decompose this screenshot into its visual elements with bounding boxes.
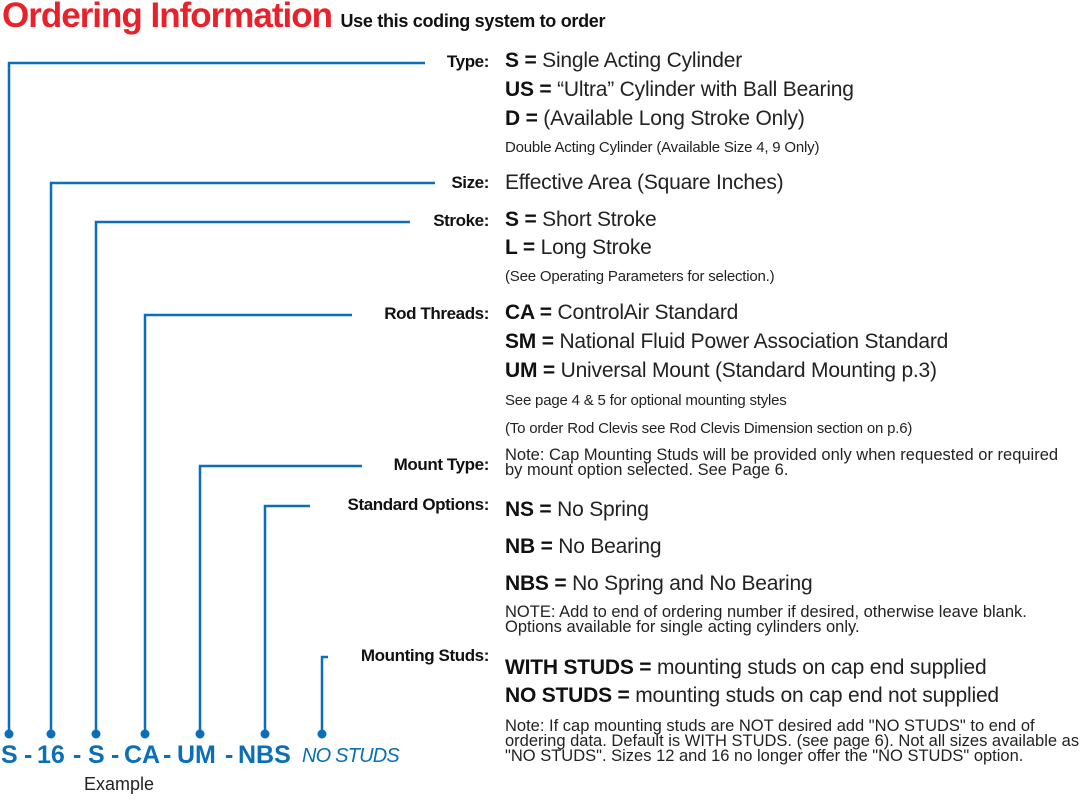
mounting-studs-label: Mounting Studs: <box>360 646 489 665</box>
example-code-mounting-studs: NO STUDS <box>302 745 400 767</box>
example-code-stroke: S <box>88 741 105 769</box>
rod-threads-option-sm: SM = National Fluid Power Association St… <box>505 330 949 353</box>
rod-threads-option-ca: CA = ControlAir Standard <box>505 301 739 324</box>
size-label: Size: <box>451 173 489 192</box>
example-code-rod-threads: CA <box>124 741 161 769</box>
standard-options-label: Standard Options: <box>347 495 490 514</box>
standard-option-nb: NB = No Bearing <box>505 535 662 558</box>
header: Ordering Information Use this coding sys… <box>2 0 606 36</box>
stroke-option-s: S = Short Stroke <box>505 208 657 231</box>
example-separator: - <box>111 741 120 769</box>
rod-threads-option-um: UM = Universal Mount (Standard Mounting … <box>505 359 937 382</box>
size-description: Effective Area (Square Inches) <box>505 171 784 194</box>
type-label: Type: <box>446 52 489 71</box>
connector-stroke <box>94 220 410 734</box>
standard-option-nbs: NBS = No Spring and No Bearing <box>505 572 813 595</box>
connector-dot-mount-type <box>195 729 205 739</box>
example-code-mount-type: UM <box>177 741 216 769</box>
example-code-standard-options: NBS <box>238 741 291 769</box>
mounting-studs-option-no: NO STUDS = mounting studs on cap end not… <box>505 684 999 707</box>
connector-dot-size <box>46 729 56 739</box>
connector-type <box>7 61 425 734</box>
connector-rod-threads <box>143 313 352 734</box>
mounting-studs-option-with: WITH STUDS = mounting studs on cap end s… <box>505 656 987 679</box>
mount-type-label: Mount Type: <box>393 455 490 474</box>
connector-dot-mounting-studs <box>317 729 327 739</box>
stroke-label: Stroke: <box>433 211 489 230</box>
example-separator: - <box>73 741 82 769</box>
rod-threads-label: Rod Threads: <box>384 304 489 323</box>
rod-threads-note-2: (To order Rod Clevis see Rod Clevis Dime… <box>505 420 913 437</box>
example-caption: Example <box>84 774 155 794</box>
page-subtitle: Use this coding system to order <box>340 11 606 31</box>
connector-size <box>49 181 435 734</box>
connector-dot-standard-options <box>260 729 270 739</box>
mount-type-note: Note: Cap Mounting Studs will be provide… <box>505 446 1059 479</box>
standard-options-note: NOTE: Add to end of ordering number if d… <box>505 603 1027 636</box>
type-option-s: S = Single Acting Cylinder <box>505 49 743 72</box>
standard-option-ns: NS = No Spring <box>505 498 649 521</box>
connector-dot-rod-threads <box>140 729 150 739</box>
stroke-note: (See Operating Parameters for selection.… <box>505 268 775 285</box>
example-code-size: 16 <box>37 741 65 769</box>
stroke-option-l: L = Long Stroke <box>505 236 652 259</box>
mounting-studs-note: Note: If cap mounting studs are NOT desi… <box>505 717 1080 765</box>
rod-threads-note-1: See page 4 & 5 for optional mounting sty… <box>505 392 787 409</box>
type-option-d: D = (Available Long Stroke Only) <box>505 107 805 130</box>
page-title: Ordering Information <box>2 0 333 35</box>
type-option-us: US = “Ultra” Cylinder with Ball Bearing <box>505 78 854 101</box>
example-code-type: S <box>1 741 18 769</box>
example-separator: - <box>163 741 172 769</box>
connector-mounting-studs <box>320 655 328 734</box>
connector-dot-stroke <box>91 729 101 739</box>
connector-dot-type <box>4 729 14 739</box>
type-note: Double Acting Cylinder (Available Size 4… <box>505 139 820 156</box>
example-separator: - <box>225 741 234 769</box>
connector-standard-options <box>263 504 310 734</box>
connector-mount-type <box>198 464 362 734</box>
example-separator: - <box>24 741 33 769</box>
